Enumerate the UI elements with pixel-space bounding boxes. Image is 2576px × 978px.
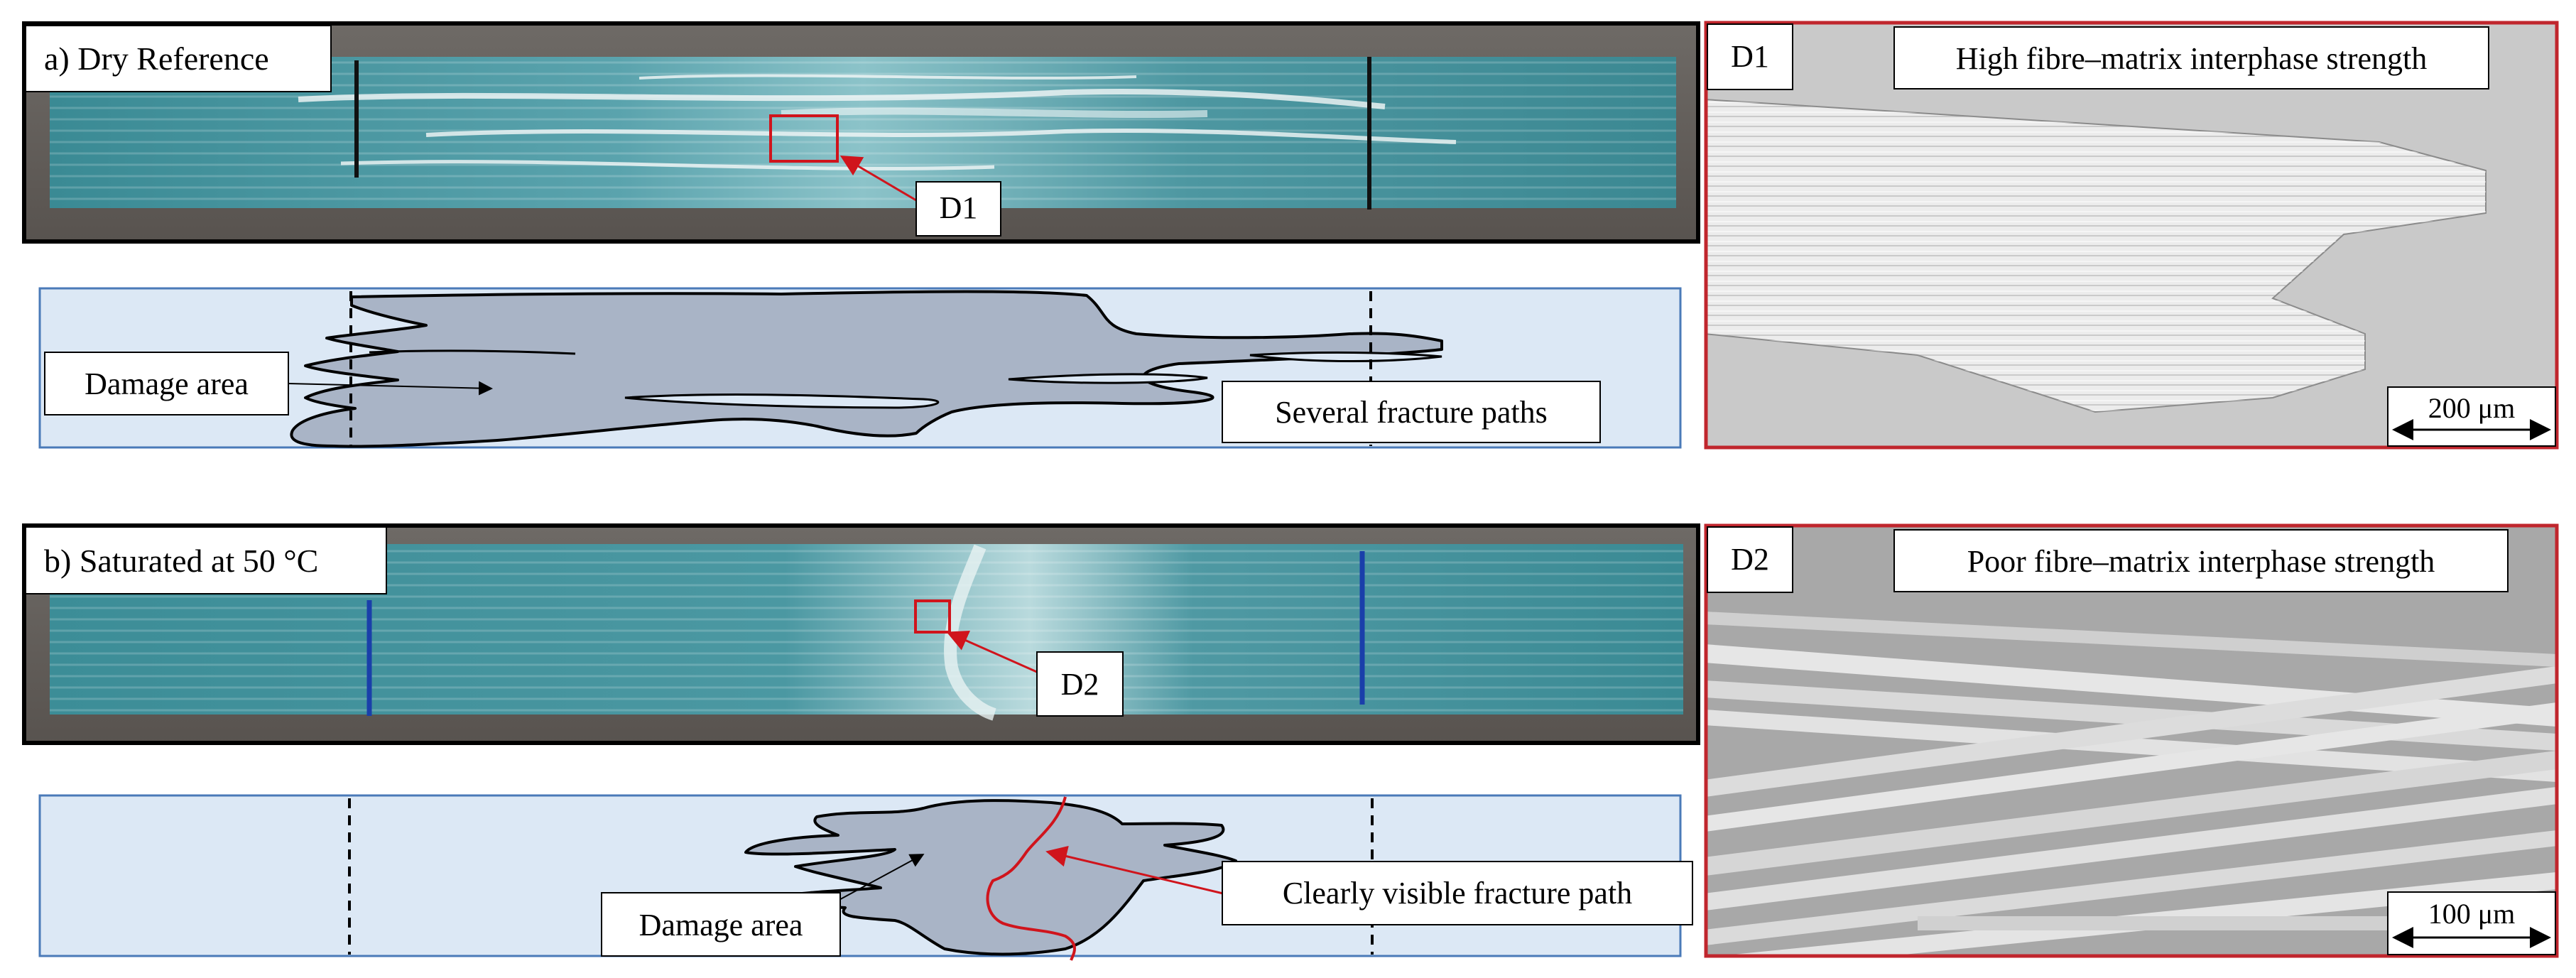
d2-scalebar-label: 100 μm <box>2428 898 2516 930</box>
d1-title: High fibre–matrix interphase strength <box>1956 41 2427 76</box>
micrograph-d1: D1 High fibre–matrix interphase strength… <box>1704 21 2559 450</box>
paths-b-label-box <box>1222 861 1693 925</box>
paths-a-label-box <box>1222 381 1601 443</box>
d2-callout-arrow <box>946 631 1039 674</box>
d1-callout-arrow <box>839 155 917 202</box>
d2-callout-label: D2 <box>1061 667 1099 702</box>
damage-a-label-box <box>44 352 289 415</box>
panel-a-photo: D1 a) Dry Reference <box>22 21 1700 244</box>
specimen-b-fracture <box>944 544 996 721</box>
paths-b-arrow <box>1045 845 1224 895</box>
paths-a-label: Several fracture paths <box>1275 395 1548 430</box>
d2-tag: D2 <box>1731 542 1769 577</box>
damage-b-arrow <box>835 854 925 903</box>
panel-b-label: b) Saturated at 50 °C <box>44 543 318 579</box>
d1-highlight-box <box>769 114 839 163</box>
d2-title-box <box>1893 529 2509 592</box>
damage-a-arrow <box>288 381 493 396</box>
damage-b-label-box <box>601 892 841 957</box>
fracture-paths-a <box>369 349 1442 409</box>
panel-b-schematic: Damage area Clearly visible fracture pat… <box>38 794 1693 961</box>
d1-tag: D1 <box>1731 39 1769 74</box>
micrograph-d1-frame <box>1704 21 2559 450</box>
d2-title: Poor fibre–matrix interphase strength <box>1967 544 2435 579</box>
damage-b-label: Damage area <box>639 908 803 942</box>
d1-callout-label: D1 <box>940 190 978 225</box>
panel-a-schematic: Damage area Several fracture paths <box>38 287 1682 449</box>
d1-callout-box <box>915 181 1001 237</box>
panel-a-label-box <box>25 25 332 92</box>
d2-callout-box <box>1036 651 1124 717</box>
d2-tag-box <box>1707 526 1793 593</box>
damage-area-a-shape <box>290 290 1443 448</box>
panel-b-label-box <box>25 526 387 594</box>
paths-b-label: Clearly visible fracture path <box>1283 876 1632 911</box>
d1-title-box <box>1893 26 2489 89</box>
micrograph-d2-frame <box>1704 523 2559 958</box>
d2-highlight-box <box>914 599 951 634</box>
panel-a-label: a) Dry Reference <box>44 40 269 77</box>
panel-b-photo: D2 b) Saturated at 50 °C <box>22 523 1700 745</box>
micrograph-d2: D2 Poor fibre–matrix interphase strength… <box>1704 523 2559 958</box>
damage-a-label: Damage area <box>85 366 249 401</box>
fracture-path-b <box>986 796 1076 961</box>
d1-scalebar-label: 200 μm <box>2428 392 2516 424</box>
d1-tag-box <box>1707 23 1793 90</box>
damage-area-b-shape <box>744 799 1237 956</box>
specimen-a-damage <box>298 74 1457 170</box>
